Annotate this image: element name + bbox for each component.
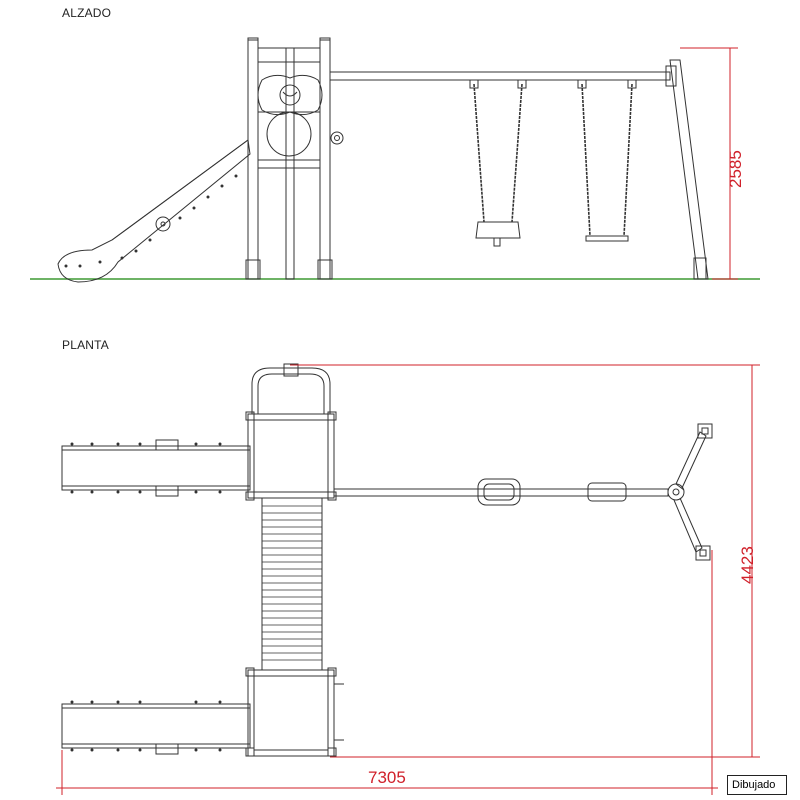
plan-view [56,363,760,795]
tower-elevation [245,37,344,280]
elevation-label: ALZADO [62,6,112,20]
height-dimension [680,47,738,280]
ramp-plan [261,497,323,671]
slide-elevation [57,139,251,283]
length-dimension-value: 7305 [368,768,406,787]
plan-label: PLANTA [62,338,109,352]
swing-frame-plan [333,423,713,561]
swing-frame-elevation [329,59,709,280]
depth-dimension [290,364,760,758]
tower-plan-lower [245,667,344,757]
lower-slide-plan [61,700,251,755]
depth-dimension-value: 4423 [738,546,757,584]
upper-slide-plan [61,439,251,497]
elevation-view [30,37,760,283]
tower-plan-upper [245,363,337,501]
title-block: Dibujado [727,775,787,795]
length-dimension [56,750,718,795]
height-dimension-value: 2585 [726,150,745,188]
